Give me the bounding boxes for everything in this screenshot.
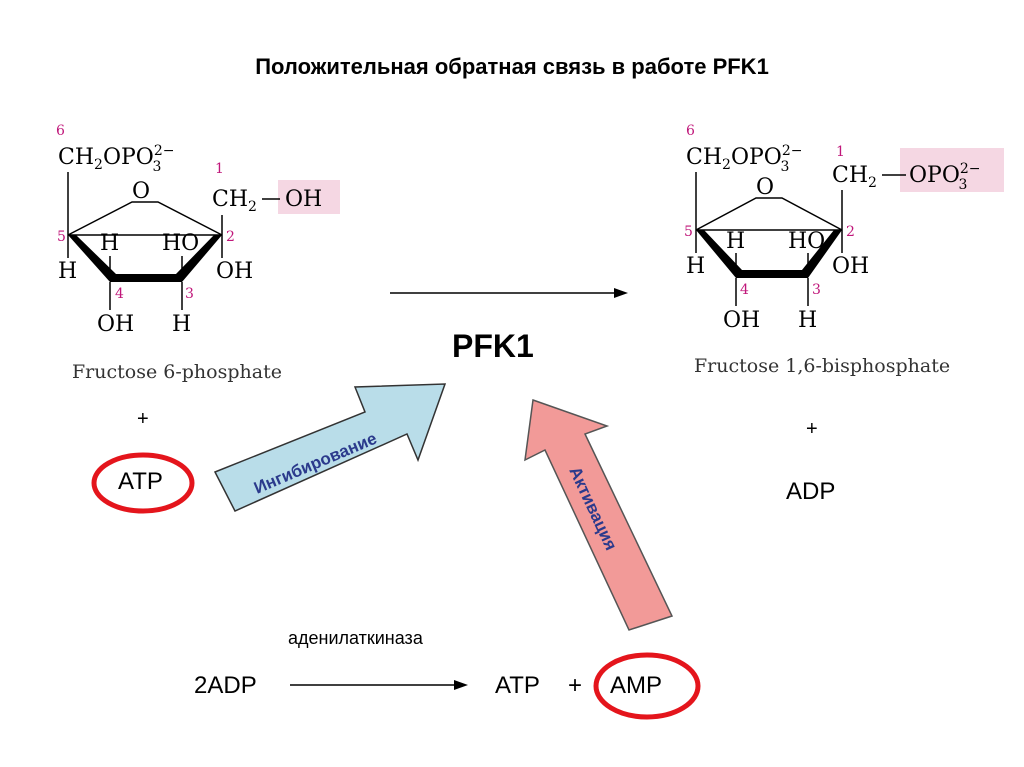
right-plus-sign: + [806,418,818,440]
oh-highlight-box [278,180,340,214]
c1-ch2-label: CH2 [212,187,257,215]
ho-c3-top: HO [162,231,199,256]
left-plus-sign: + [137,408,149,430]
h-c5: H [686,254,705,279]
page-title: Положительная обратная связь в работе PF… [255,54,769,79]
locant-5: 5 [684,224,693,240]
h-c4-top: H [726,229,745,254]
main-reaction-arrow [390,288,628,298]
oh-c2: OH [216,259,253,284]
c1-ch2-label: CH2 [832,163,877,191]
h-c3: H [798,308,817,333]
inhibition-arrow: Ингибирование [213,383,447,512]
locant-3: 3 [185,286,194,302]
locant-1: 1 [836,144,845,160]
ring-oxygen: O [756,175,774,200]
locant-4: 4 [115,286,124,302]
fructose-1-6-bisphosphate-label: Fructose 1,6-bisphosphate [694,355,950,377]
locant-2: 2 [846,224,855,240]
adenylate-kinase-label: аденилаткиназа [288,628,423,648]
locant-2: 2 [226,229,235,245]
fructose-1-6-bisphosphate-structure: 6 CH2OPO2−3 1 CH2 OPO2−3 O 5 2 H H HO OH… [684,123,1004,377]
2adp-label: 2ADP [194,672,257,699]
atp-product-label: ATP [495,672,540,699]
amp-product-label: AMP [610,672,663,699]
locant-1: 1 [215,161,224,177]
locant-6: 6 [56,123,65,139]
ho-c3-top: HO [788,229,825,254]
h-c5: H [58,259,77,284]
ring-oxygen: O [132,179,150,204]
c6-group-label: CH2OPO2−3 [58,143,174,175]
bottom-plus-sign: + [568,672,583,699]
c1-oh-label: OH [285,187,322,212]
fructose-6-phosphate-structure: 6 CH2OPO2−3 1 CH2 OH O 5 2 H H HO OH 4 3… [56,123,340,383]
oh-c4: OH [723,308,760,333]
oh-c2: OH [832,254,869,279]
adp-cofactor-label: ADP [786,478,836,505]
locant-3: 3 [812,282,821,298]
atp-cofactor-label: ATP [118,468,163,495]
locant-6: 6 [686,123,695,139]
amp-red-circle [593,652,701,720]
h-c3: H [172,312,191,337]
locant-5: 5 [57,229,66,245]
fructose-6-phosphate-label: Fructose 6-phosphate [72,361,282,383]
oh-c4: OH [97,312,134,337]
locant-4: 4 [740,282,749,298]
adenylate-kinase-arrow [290,680,468,690]
atp-red-circle [91,452,195,514]
c6-group-label: CH2OPO2−3 [686,143,802,175]
h-c4-top: H [100,231,119,256]
enzyme-pfk1-label: PFK1 [452,328,534,364]
phosphate-highlight-box [900,148,1004,192]
activation-arrow: Активация [524,398,674,631]
